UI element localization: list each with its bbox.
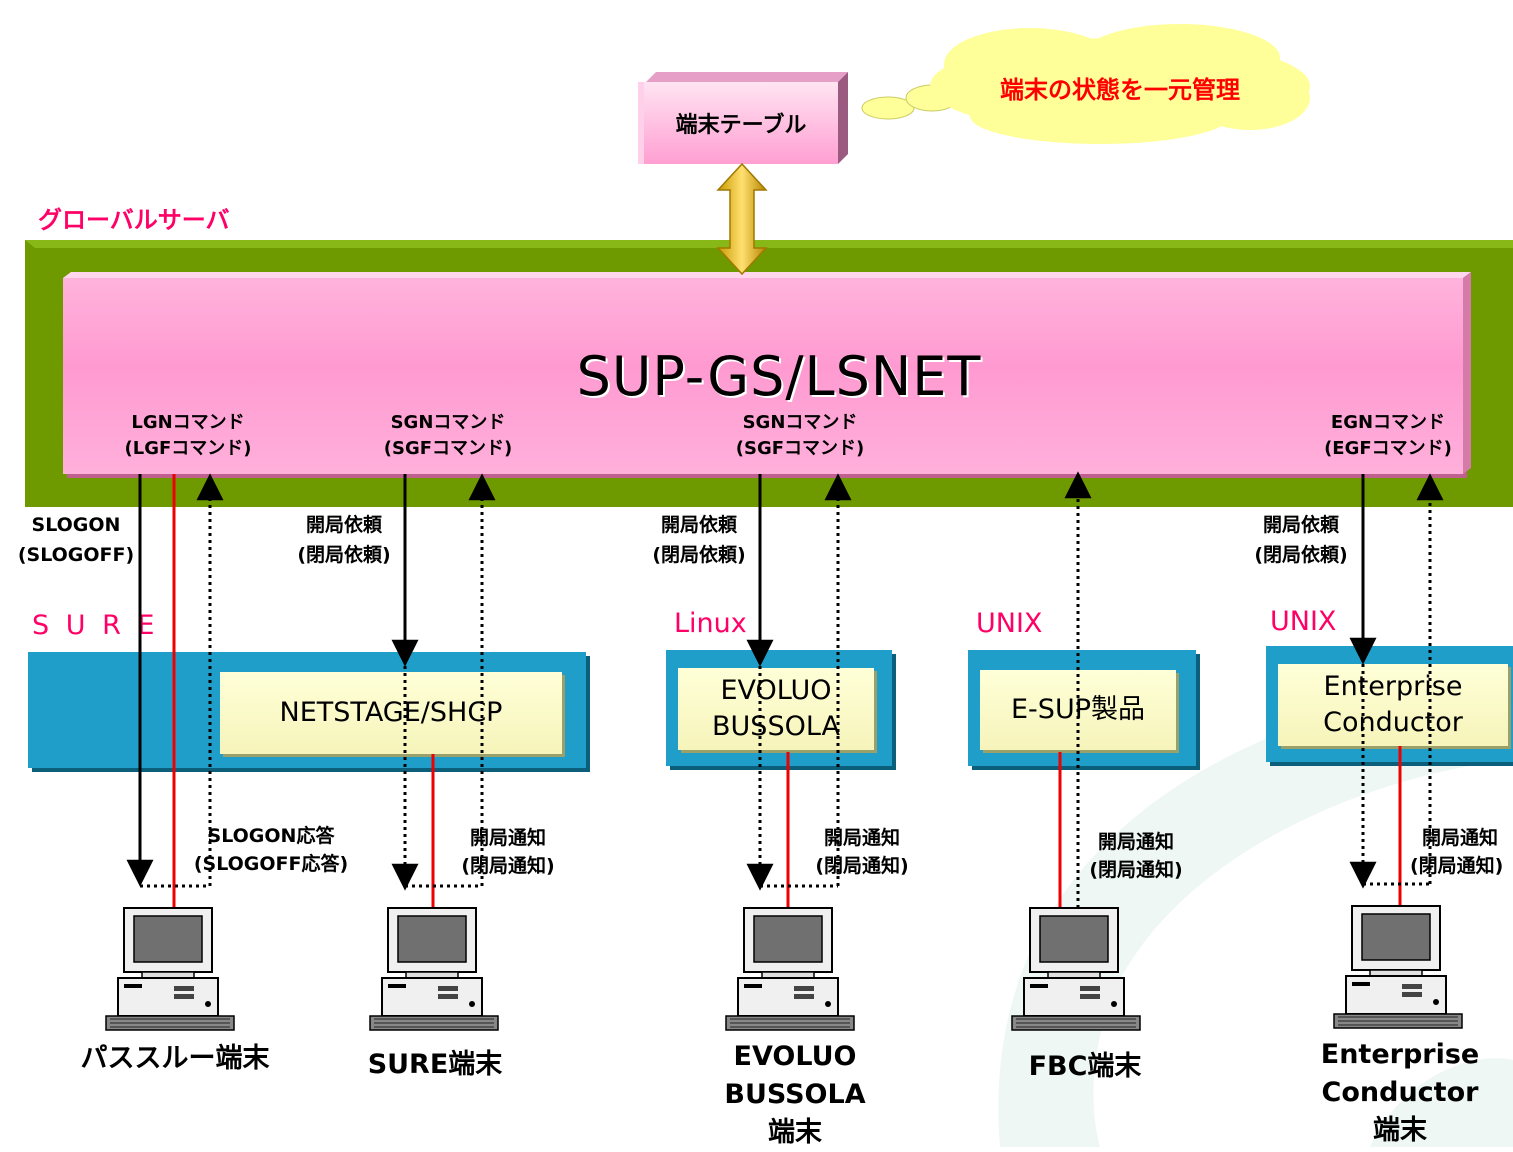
terminal-label-line1: Enterprise [1320,1039,1480,1070]
request-line2: (閉局依頼) [652,544,746,566]
notify-line1: 開局通知 [823,827,900,849]
terminal-label-line1: パススルー端末 [80,1043,270,1074]
lsnet-title: SUP-GS/LSNET [576,345,982,408]
terminal-table: 端末テーブル [644,82,838,164]
esup-box: E-SUP製品 [980,670,1176,750]
notify-line1: 開局通知 [469,827,546,849]
netstage-box: NETSTAGE/SHCP [220,672,562,754]
terminal-label-line1: SURE端末 [367,1049,503,1080]
evoluo-label-line1: EVOLUO [720,675,832,706]
command-line2: (EGFコマンド) [1324,438,1452,459]
terminal-label-fbc: FBC端末 [990,1048,1180,1086]
request-line1: 開局依頼 [305,514,382,536]
notify-line1: 開局通知 [1097,831,1174,853]
notify-line1: 開局通知 [1422,827,1499,849]
command-label-3: SGNコマンド (SGFコマンド) [720,410,880,462]
request-line1: SLOGON [31,514,121,536]
notify-line2: (閉局通知) [815,855,909,877]
notify-label-sure: 開局通知 (閉局通知) [446,824,570,880]
computer-icon [1011,907,1141,1031]
terminal-label-evoluo: EVOLUO BUSSOLA 端末 [700,1038,890,1152]
terminal-label-ec: Enterprise Conductor 端末 [1300,1036,1500,1150]
swirl-band-2 [1370,1058,1513,1147]
cloud-shape [861,24,1310,144]
terminal-label-line2: BUSSOLA [724,1079,866,1110]
request-label-slogon: SLOGON (SLOGOFF) [8,510,144,570]
terminal-label-line2: Conductor [1321,1077,1479,1108]
lsnet-box [63,278,1463,474]
notify-label-linux: 開局通知 (閉局通知) [800,824,924,880]
terminal-label-sure: SURE端末 [340,1046,530,1084]
notify-line2: (閉局通知) [461,855,555,877]
notify-label-ec: 開局通知 (閉局通知) [1410,824,1513,880]
computer-icon-graphic [1011,907,1141,1031]
request-label-sure: 開局依頼 (閉局依頼) [284,510,404,570]
computer-icon [725,907,855,1031]
cloud-callout: 端末の状態を一元管理 [850,18,1320,148]
command-label-4: EGNコマンド (EGFコマンド) [1308,410,1468,462]
terminal-label-line3: 端末 [768,1117,822,1148]
command-line2: (SGFコマンド) [735,438,865,459]
request-line1: 開局依頼 [660,514,737,536]
global-server-label: グローバルサーバ [38,206,230,234]
computer-icon-graphic [105,907,235,1031]
computer-icon-graphic [369,907,499,1031]
netstage-label: NETSTAGE/SHCP [279,697,503,728]
cloud-text: 端末の状態を一元管理 [1000,76,1240,104]
request-label-unix: 開局依頼 (閉局依頼) [1240,510,1362,570]
command-line2: (SGFコマンド) [383,438,513,459]
computer-icon-graphic [725,907,855,1031]
request-line2: (SLOGOFF) [17,544,135,566]
command-line1: LGNコマンド [131,412,245,433]
terminal-label-line1: FBC端末 [1028,1051,1142,1082]
computer-icon [1333,905,1463,1029]
os-label-sure: S U R E [32,610,159,641]
request-line1: 開局依頼 [1262,514,1339,536]
os-label-unix-2: UNIX [1270,606,1337,637]
enterprise-conductor-label-line1: Enterprise [1323,671,1463,702]
esup-label: E-SUP製品 [1011,694,1145,725]
command-line1: EGNコマンド [1330,412,1446,433]
command-line2: (LGFコマンド) [124,438,252,459]
terminal-label-passthrough: パススルー端末 [70,1040,280,1078]
terminal-table-label: 端末テーブル [675,113,807,138]
command-line1: SGNコマンド [390,412,506,433]
evoluo-label-line2: BUSSOLA [712,711,840,742]
command-label-1: LGNコマンド (LGFコマンド) [108,410,268,462]
notify-line1: SLOGON応答 [207,825,335,847]
notify-label-slogon: SLOGON応答 (SLOGOFF応答) [176,822,366,878]
notify-line2: (閉局通知) [1410,855,1504,877]
command-label-2: SGNコマンド (SGFコマンド) [368,410,528,462]
terminal-label-line3: 端末 [1373,1115,1427,1146]
enterprise-conductor-box: Enterprise Conductor [1278,664,1508,746]
enterprise-conductor-label-line2: Conductor [1323,707,1463,738]
os-label-linux: Linux [674,608,747,639]
terminal-label-line1: EVOLUO [733,1041,857,1072]
computer-icon [369,907,499,1031]
computer-icon-graphic [1333,905,1463,1029]
global-server-band-bevel [25,240,1513,248]
request-label-linux: 開局依頼 (閉局依頼) [638,510,760,570]
os-label-unix-1: UNIX [976,608,1043,639]
notify-line2: (閉局通知) [1089,859,1183,881]
evoluo-box: EVOLUO BUSSOLA [678,668,874,750]
notify-line2: (SLOGOFF応答) [193,853,349,875]
computer-icon [105,907,235,1031]
command-line1: SGNコマンド [742,412,858,433]
notify-label-esup: 開局通知 (閉局通知) [1074,828,1198,884]
request-line2: (閉局依頼) [1254,544,1348,566]
request-line2: (閉局依頼) [297,544,391,566]
